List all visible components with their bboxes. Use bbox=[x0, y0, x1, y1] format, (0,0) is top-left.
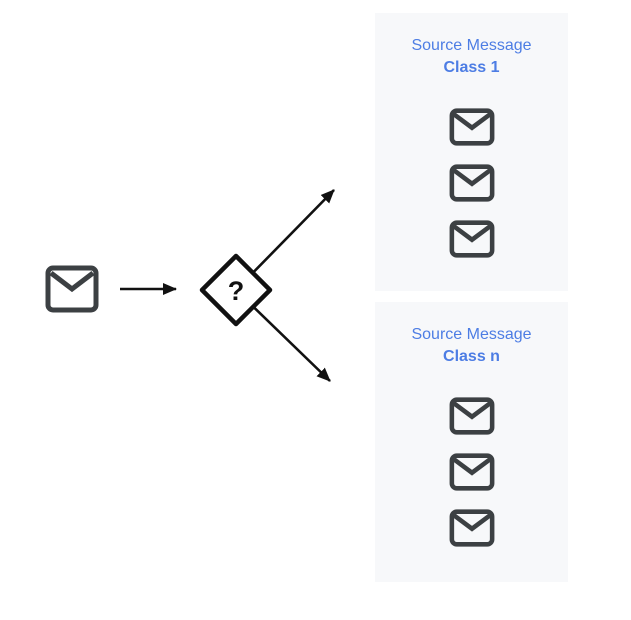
panel-class-label: Class 1 bbox=[443, 59, 500, 76]
class-1-panel: Source Message Class 1 bbox=[375, 13, 568, 291]
mail-stack bbox=[449, 108, 495, 258]
mail-icon bbox=[449, 453, 494, 491]
question-mark-label: ? bbox=[228, 276, 245, 306]
panel-title: Source Message bbox=[411, 326, 532, 343]
mail-icon bbox=[449, 220, 494, 258]
mail-icon bbox=[449, 509, 494, 547]
mail-icon bbox=[449, 164, 494, 202]
panel-title: Source Message bbox=[411, 37, 532, 54]
panel-class-label: Class n bbox=[443, 348, 500, 365]
mail-icon bbox=[449, 397, 494, 435]
mail-icon bbox=[449, 108, 494, 146]
class-n-panel: Source Message Class n bbox=[375, 302, 568, 582]
decision-diamond-icon: ? bbox=[199, 253, 273, 327]
mail-stack bbox=[449, 397, 495, 547]
source-mail-icon bbox=[45, 265, 99, 313]
